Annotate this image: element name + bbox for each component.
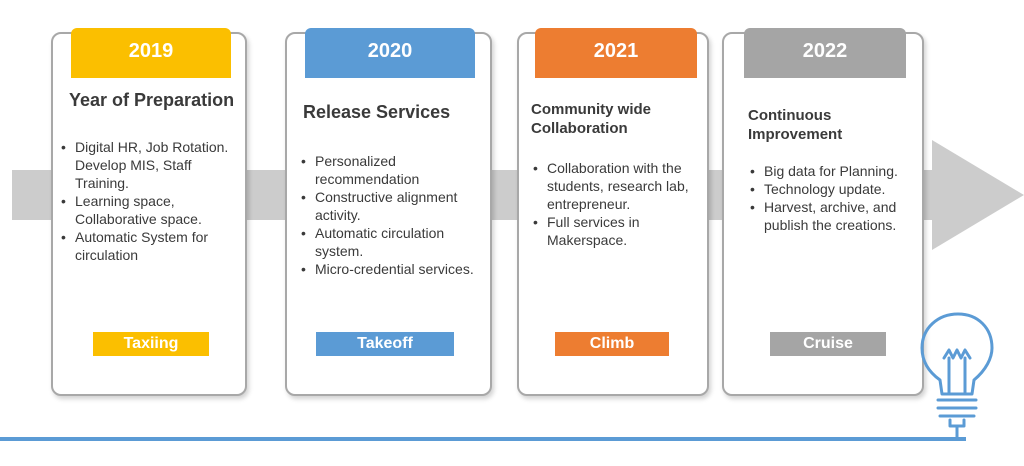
card-title: Community wide Collaboration: [531, 101, 652, 137]
year-label: 2021: [535, 28, 697, 78]
bullet-item: Automatic System for circulation: [59, 228, 244, 264]
bullet-item: Learning space, Collaborative space.: [59, 192, 244, 228]
bullet-item: Constructive alignment activity.: [299, 188, 487, 224]
card-bullet-list: Personalized recommendation Constructive…: [299, 152, 487, 278]
year-label: 2022: [744, 28, 906, 78]
bullet-item: Harvest, archive, and publish the creati…: [748, 198, 922, 234]
lightbulb-icon: [920, 312, 994, 441]
year-label: 2019: [71, 28, 231, 78]
year-label: 2020: [305, 28, 475, 78]
timeline-baseline: [0, 437, 966, 441]
timeline-card-2021: 2021 Community wide Collaboration Collab…: [517, 28, 709, 396]
card-title: Release Services: [303, 102, 451, 122]
stage-badge: Takeoff: [316, 332, 454, 356]
bullet-item: Digital HR, Job Rotation. Develop MIS, S…: [59, 138, 244, 192]
bullet-item: Technology update.: [748, 180, 922, 198]
timeline-card-2022: 2022 Continuous Improvement Big data for…: [722, 28, 924, 396]
timeline-arrow-head: [932, 140, 1024, 250]
card-bullet-list: Digital HR, Job Rotation. Develop MIS, S…: [59, 138, 244, 264]
bullet-item: Collaboration with the students, researc…: [531, 159, 705, 213]
card-title: Year of Preparation: [69, 90, 235, 110]
timeline-card-2020: 2020 Release Services Personalized recom…: [285, 28, 492, 396]
stage-badge: Climb: [555, 332, 669, 356]
bullet-item: Automatic circulation system.: [299, 224, 487, 260]
stage-badge: Cruise: [770, 332, 886, 356]
bullet-item: Big data for Planning.: [748, 162, 922, 180]
card-bullet-list: Big data for Planning. Technology update…: [748, 162, 922, 234]
timeline-card-2019: 2019 Year of Preparation Digital HR, Job…: [51, 28, 247, 396]
card-title: Continuous Improvement: [748, 107, 843, 143]
stage-badge: Taxiing: [93, 332, 209, 356]
bullet-item: Micro-credential services.: [299, 260, 487, 278]
bullet-item: Full services in Makerspace.: [531, 213, 705, 249]
bullet-item: Personalized recommendation: [299, 152, 487, 188]
card-bullet-list: Collaboration with the students, researc…: [531, 159, 705, 249]
